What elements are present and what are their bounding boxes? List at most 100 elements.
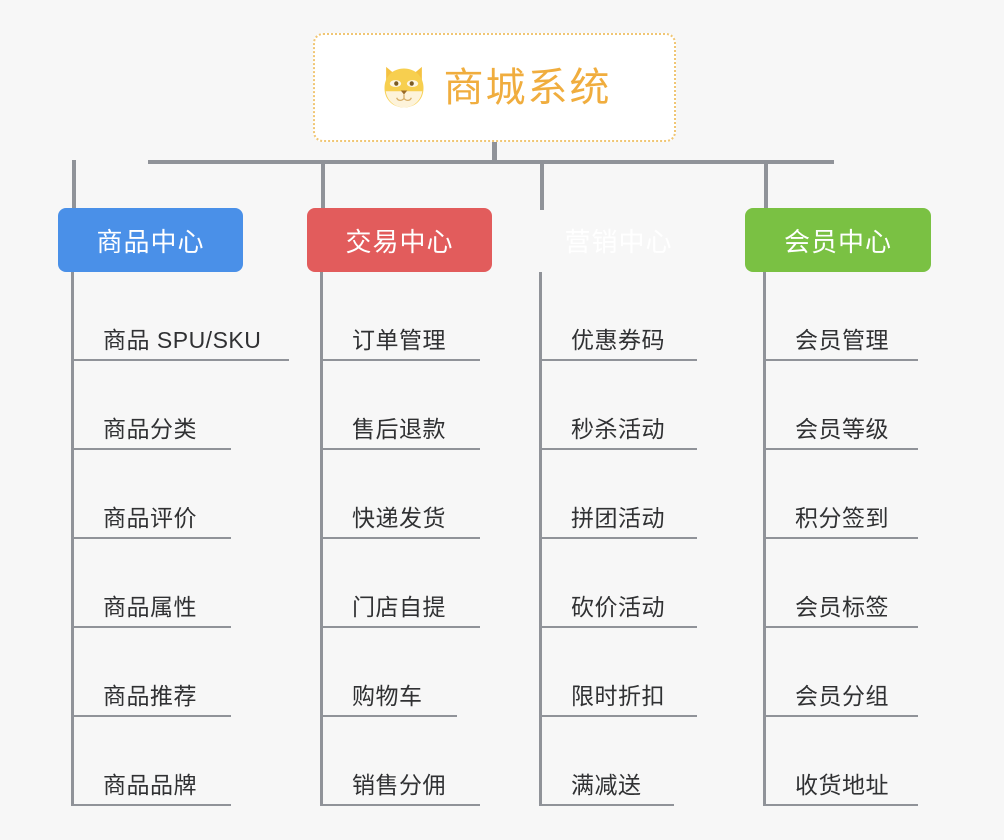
category-header-label: 营销中心 — [564, 226, 673, 257]
category-header-label: 会员中心 — [783, 226, 892, 257]
connector-drop-1 — [72, 160, 76, 210]
list-item[interactable]: 收货地址 — [745, 717, 931, 806]
list-item[interactable]: 拼团活动 — [526, 450, 711, 539]
list-item[interactable]: 门店自提 — [307, 539, 492, 628]
list-item-label: 门店自提 — [352, 594, 446, 620]
list-item[interactable]: 商品分类 — [58, 361, 243, 450]
list-item-label: 商品评价 — [103, 505, 197, 531]
category-header-4[interactable]: 会员中心 — [745, 208, 931, 272]
item-underline — [71, 804, 231, 806]
item-underline — [763, 804, 918, 806]
category-header-3[interactable]: 营销中心 — [526, 208, 711, 272]
connector-drop-3 — [540, 160, 544, 210]
item-list: 会员管理会员等级积分签到会员标签会员分组收货地址 — [745, 272, 931, 806]
list-item[interactable]: 优惠券码 — [526, 272, 711, 361]
list-item-label: 限时折扣 — [571, 683, 665, 709]
list-item-label: 收货地址 — [795, 772, 889, 798]
list-item[interactable]: 商品属性 — [58, 539, 243, 628]
list-item-label: 优惠券码 — [571, 327, 665, 353]
item-underline — [71, 715, 231, 717]
list-item-label: 砍价活动 — [571, 594, 665, 620]
list-item[interactable]: 会员标签 — [745, 539, 931, 628]
list-item-label: 商品 SPU/SKU — [103, 327, 262, 353]
item-underline — [320, 804, 480, 806]
category-column: 营销中心优惠券码秒杀活动拼团活动砍价活动限时折扣满减送 — [526, 208, 711, 806]
list-item[interactable]: 满减送 — [526, 717, 711, 806]
item-underline — [539, 448, 697, 450]
list-item-label: 会员标签 — [795, 594, 889, 620]
item-underline — [320, 626, 480, 628]
list-item[interactable]: 商品品牌 — [58, 717, 243, 806]
root-connector-stem — [492, 142, 497, 164]
list-item[interactable]: 订单管理 — [307, 272, 492, 361]
list-item[interactable]: 会员等级 — [745, 361, 931, 450]
connector-horizontal-bus — [148, 160, 834, 164]
item-underline — [539, 537, 697, 539]
item-list: 优惠券码秒杀活动拼团活动砍价活动限时折扣满减送 — [526, 272, 711, 806]
list-item-label: 满减送 — [571, 772, 642, 798]
item-list: 商品 SPU/SKU 商品分类商品评价商品属性商品推荐商品品牌 — [58, 272, 289, 806]
list-item-label: 会员分组 — [795, 683, 889, 709]
list-item-label: 秒杀活动 — [571, 416, 665, 442]
item-underline — [763, 715, 918, 717]
list-item[interactable]: 会员管理 — [745, 272, 931, 361]
list-item[interactable]: 快递发货 — [307, 450, 492, 539]
item-list: 订单管理售后退款快递发货门店自提购物车销售分佣 — [307, 272, 492, 806]
list-item[interactable]: 购物车 — [307, 628, 492, 717]
list-item[interactable]: 销售分佣 — [307, 717, 492, 806]
item-underline — [71, 537, 231, 539]
root-node[interactable]: 商城系统 — [313, 33, 676, 142]
category-header-1[interactable]: 商品中心 — [58, 208, 243, 272]
item-underline — [320, 359, 480, 361]
list-item-label: 商品推荐 — [103, 683, 197, 709]
list-item[interactable]: 商品评价 — [58, 450, 243, 539]
list-item-label: 会员管理 — [795, 327, 889, 353]
list-item-label: 购物车 — [352, 683, 423, 709]
item-underline — [763, 626, 918, 628]
list-item-label: 商品分类 — [103, 416, 197, 442]
column-rail — [71, 272, 74, 806]
connector-drop-4 — [764, 160, 768, 210]
column-rail — [763, 272, 766, 806]
item-underline — [763, 448, 918, 450]
list-item-label: 拼团活动 — [571, 505, 665, 531]
item-underline — [71, 626, 231, 628]
category-header-label: 商品中心 — [96, 226, 205, 257]
list-item[interactable]: 商品推荐 — [58, 628, 243, 717]
item-underline — [539, 359, 697, 361]
list-item[interactable]: 售后退款 — [307, 361, 492, 450]
list-item[interactable]: 会员分组 — [745, 628, 931, 717]
shiba-dog-face-icon — [384, 66, 423, 107]
category-column: 交易中心订单管理售后退款快递发货门店自提购物车销售分佣 — [307, 208, 492, 806]
list-item-label: 销售分佣 — [352, 772, 446, 798]
item-underline — [763, 537, 918, 539]
list-item-label: 会员等级 — [795, 416, 889, 442]
item-underline — [539, 804, 674, 806]
category-header-2[interactable]: 交易中心 — [307, 208, 492, 272]
list-item-label: 售后退款 — [352, 416, 446, 442]
column-rail — [320, 272, 323, 806]
list-item-label: 积分签到 — [795, 505, 889, 531]
connector-drop-2 — [321, 160, 325, 210]
item-underline — [539, 715, 697, 717]
list-item[interactable]: 积分签到 — [745, 450, 931, 539]
list-item[interactable]: 秒杀活动 — [526, 361, 711, 450]
category-column: 会员中心会员管理会员等级积分签到会员标签会员分组收货地址 — [745, 208, 931, 806]
root-title: 商城系统 — [443, 65, 612, 110]
item-underline — [320, 537, 480, 539]
list-item-label: 商品属性 — [103, 594, 197, 620]
list-item[interactable]: 砍价活动 — [526, 539, 711, 628]
category-header-label: 交易中心 — [345, 226, 454, 257]
item-underline — [539, 626, 697, 628]
column-rail — [539, 272, 542, 806]
list-item-label: 商品品牌 — [103, 772, 197, 798]
list-item-label: 订单管理 — [352, 327, 446, 353]
list-item[interactable]: 商品 SPU/SKU — [58, 272, 289, 361]
list-item-label: 快递发货 — [352, 505, 446, 531]
item-underline — [320, 715, 457, 717]
item-underline — [71, 359, 289, 361]
list-item[interactable]: 限时折扣 — [526, 628, 711, 717]
item-underline — [763, 359, 918, 361]
item-underline — [320, 448, 480, 450]
